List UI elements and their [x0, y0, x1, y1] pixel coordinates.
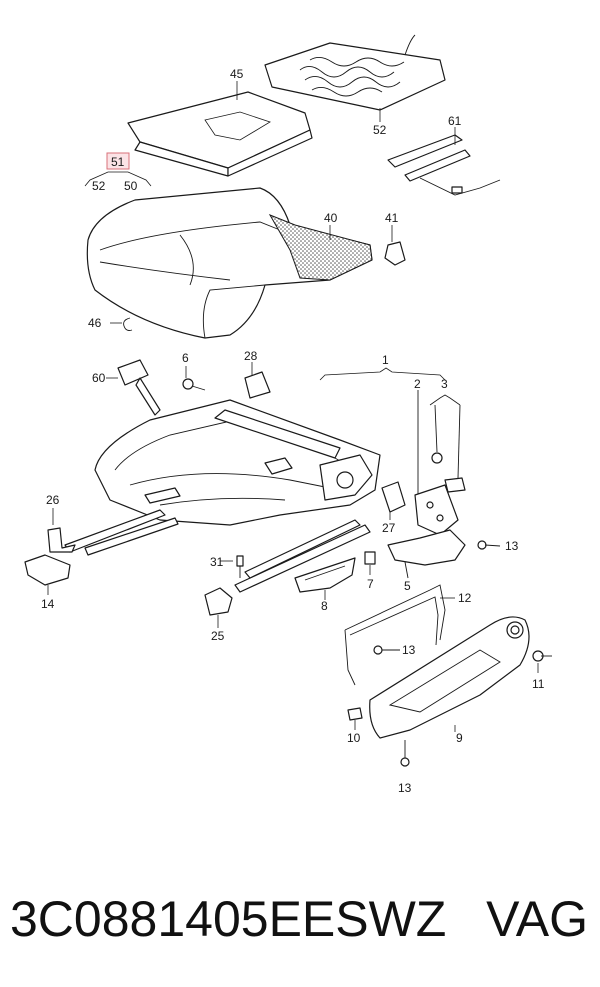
part-13-bolt-a [477, 540, 501, 550]
label-51: 51 [111, 155, 125, 169]
label-8: 8 [321, 599, 328, 613]
part-14-cover-cap [24, 554, 71, 586]
part-6-bolt [182, 378, 206, 391]
part-1-seat-frame [94, 399, 381, 526]
label-5: 5 [404, 579, 411, 593]
label-26: 26 [46, 493, 60, 507]
part-13-bolt-c [400, 740, 410, 767]
label-61: 61 [448, 114, 462, 128]
footer: 3C0881405EESWZ VAG [0, 870, 600, 980]
part-31-screw [236, 555, 244, 578]
label-11: 11 [532, 677, 545, 691]
part-52-heating-mat [264, 34, 446, 111]
part-60-belt-buckle [117, 359, 161, 416]
label-10: 10 [347, 731, 361, 745]
part-8-trim-panel [294, 557, 356, 593]
part-9-side-trim [369, 616, 530, 739]
label-52-mat: 52 [373, 123, 387, 137]
label-13-a: 13 [505, 539, 519, 553]
label-13-b: 13 [402, 643, 416, 657]
part-51-highlight [84, 152, 152, 187]
label-1: 1 [382, 353, 389, 367]
label-45: 45 [230, 67, 244, 81]
label-13-c: 13 [398, 781, 412, 795]
exploded-seat-diagram: 45 52 61 51 52 50 40 41 46 6 28 60 1 2 3… [24, 34, 552, 795]
part-12-wire-frame [344, 584, 446, 686]
label-14: 14 [41, 597, 55, 611]
label-46: 46 [88, 316, 102, 330]
label-50: 50 [124, 179, 138, 193]
label-31: 31 [210, 555, 224, 569]
label-41: 41 [385, 211, 399, 225]
part-61-occupancy-sensor [387, 134, 501, 196]
label-52-cover: 52 [92, 179, 106, 193]
part-40-seat-cushion-cover [86, 187, 373, 339]
label-7: 7 [367, 577, 374, 591]
label-6: 6 [182, 351, 189, 365]
label-3: 3 [441, 377, 448, 391]
part-3-hardware [429, 394, 466, 493]
label-2: 2 [414, 377, 421, 391]
label-28: 28 [244, 349, 258, 363]
label-25: 25 [211, 629, 225, 643]
part-number: 3C0881405EESWZ [10, 891, 447, 947]
part-25-cover [204, 587, 233, 616]
part-45-cushion-pad [127, 91, 313, 177]
part-28-bracket [244, 371, 271, 399]
part-2-lever [414, 390, 459, 536]
part-27-bracket [381, 481, 406, 513]
brand-label: VAG [486, 891, 588, 947]
part-26-stop [47, 527, 76, 553]
label-60: 60 [92, 371, 106, 385]
part-10-clip [347, 707, 363, 721]
seat-rails [64, 509, 371, 593]
part-5-bracket [387, 529, 466, 579]
label-9: 9 [456, 731, 463, 745]
part-7-clip [364, 551, 376, 565]
label-40: 40 [324, 211, 338, 225]
part-11-fastener [532, 650, 552, 662]
part-41-clip [384, 241, 406, 266]
label-12: 12 [458, 591, 472, 605]
part-13-bolt-b [373, 645, 400, 655]
label-27: 27 [382, 521, 396, 535]
part-46-clip [123, 317, 133, 331]
